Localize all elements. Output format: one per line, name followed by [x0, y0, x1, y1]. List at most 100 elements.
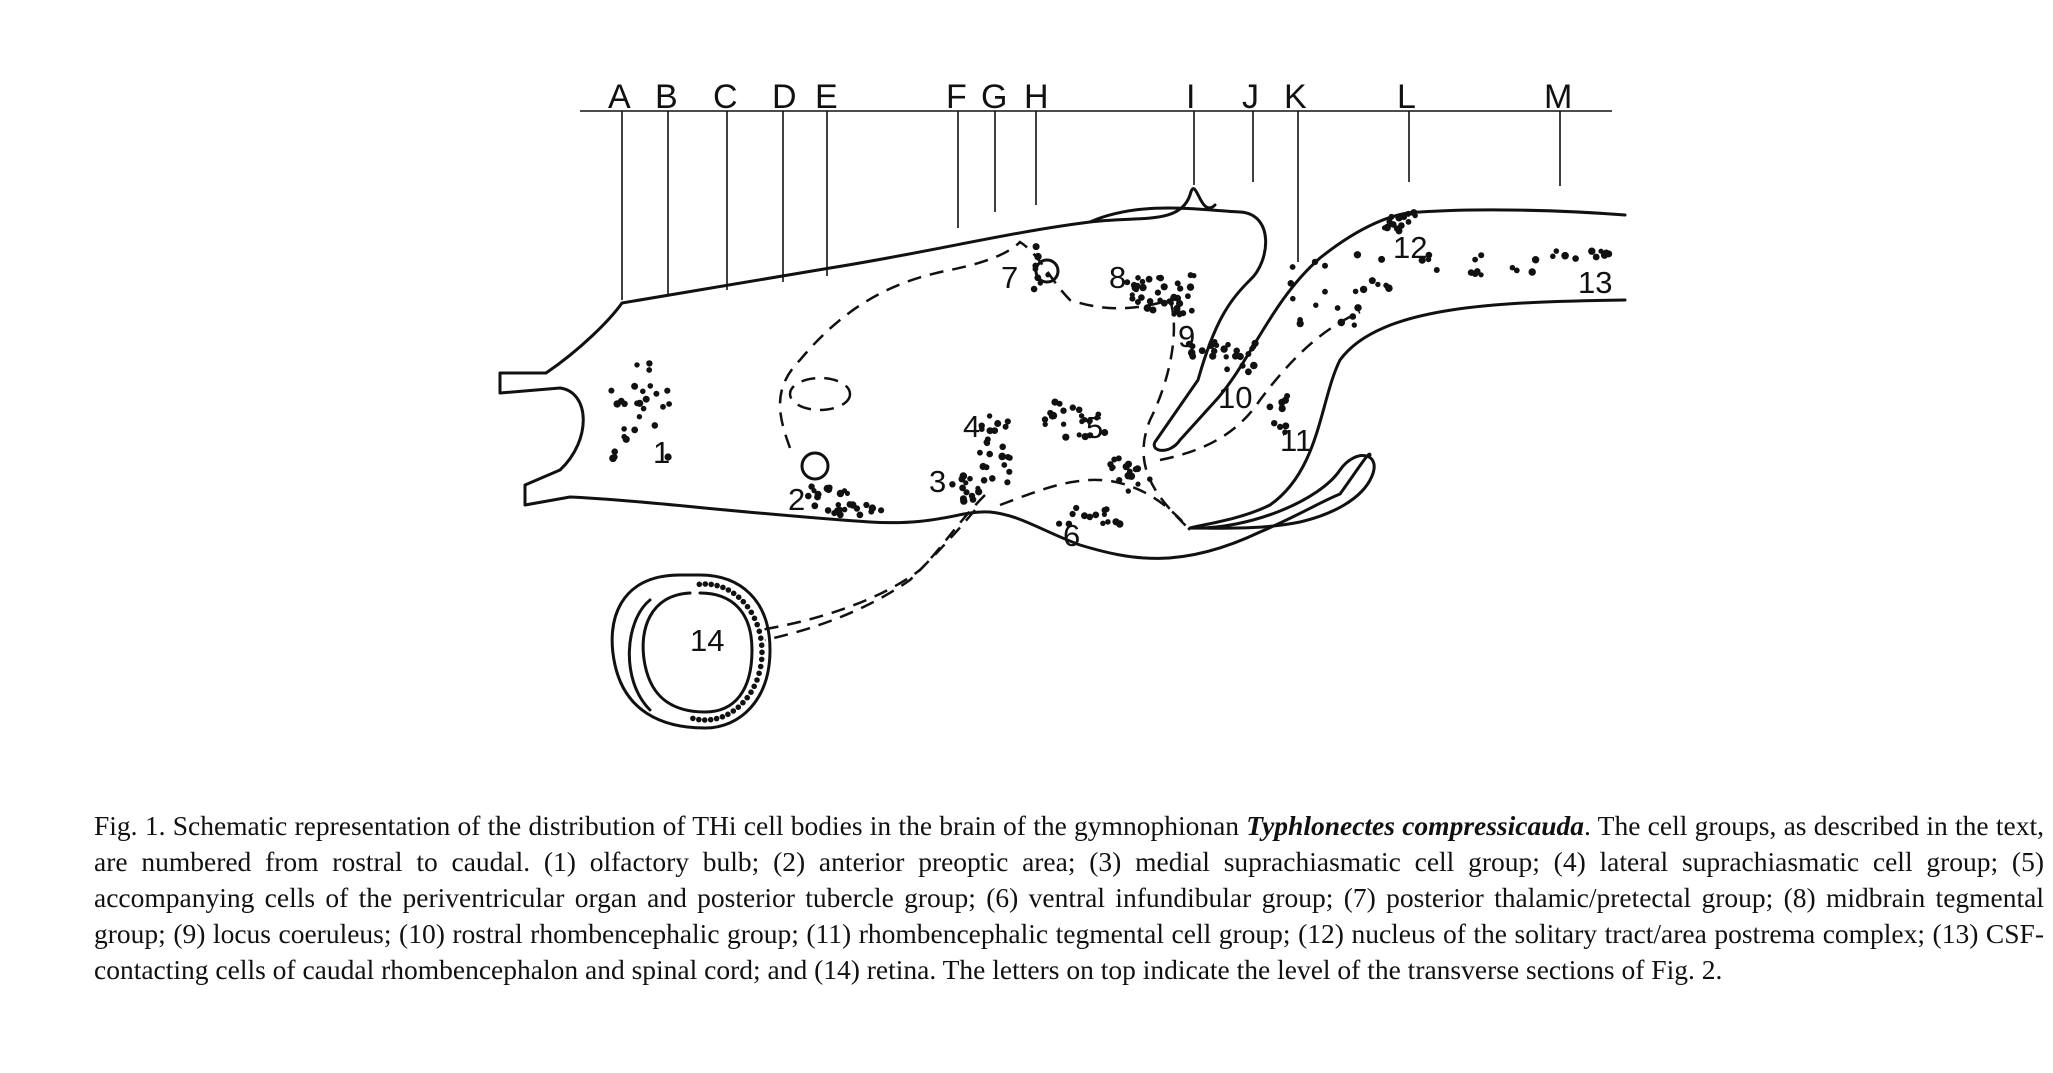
retina-cell-dot: [758, 635, 764, 641]
group-number-5: 5: [1086, 410, 1103, 445]
cell-body-dot: [981, 477, 988, 484]
section-letter-g: G: [981, 78, 1007, 116]
cell-body-dot: [1185, 293, 1191, 299]
cell-body-dot: [1290, 296, 1296, 302]
cell-body-dot: [847, 501, 854, 508]
cell-body-dot: [1111, 457, 1117, 463]
cell-body-dot: [878, 507, 884, 513]
cell-body-dot: [1398, 222, 1405, 229]
cell-body-dot: [1070, 511, 1076, 517]
cell-body-dot: [1045, 272, 1050, 277]
cell-body-dot: [1171, 312, 1176, 317]
cell-body-dot: [1139, 284, 1146, 291]
cell-body-dot: [1224, 354, 1229, 359]
cell-body-dot: [1478, 252, 1484, 258]
cell-body-dot: [1572, 255, 1579, 262]
group-number-8: 8: [1109, 260, 1126, 295]
cell-body-dot: [1005, 418, 1011, 424]
cell-body-dot: [1134, 465, 1141, 472]
cell-body-dot: [1161, 283, 1168, 290]
cell-body-dot: [1550, 253, 1556, 259]
group-number-10: 10: [1218, 380, 1252, 415]
cell-body-dot: [1554, 248, 1560, 254]
cell-body-dot: [1271, 420, 1277, 426]
cell-body-dot: [1245, 351, 1251, 357]
brain-schematic-drawing: A B C D E F G H I J K L M: [0, 0, 2053, 760]
cell-body-dot: [980, 463, 987, 470]
section-letter-f: F: [946, 78, 967, 116]
cell-body-dot: [977, 450, 983, 456]
cell-body-dot: [1034, 274, 1041, 281]
cell-body-dot: [837, 511, 844, 518]
section-guides: [622, 111, 1560, 300]
cell-body-dot: [1156, 275, 1161, 280]
retina-cell-dot: [720, 714, 726, 720]
retina-cell-dot: [714, 583, 720, 589]
cell-body-dot: [1004, 479, 1010, 485]
optic-nerve-lower: [765, 510, 975, 640]
cell-body-dot: [999, 444, 1006, 451]
cell-body-dot: [1434, 267, 1440, 273]
cell-body-dot: [811, 488, 816, 493]
cell-body-dot: [969, 493, 975, 499]
retina-cell-dot: [736, 594, 742, 600]
cell-body-dot: [1112, 518, 1119, 525]
cell-body-dot: [1038, 280, 1043, 285]
cell-body-dot: [1043, 422, 1048, 427]
cell-body-dot: [857, 512, 864, 519]
cell-body-dot: [1290, 264, 1296, 270]
cell-body-dot: [1472, 257, 1478, 263]
cell-body-dot: [1125, 461, 1132, 468]
cell-body-dot: [1382, 225, 1387, 230]
cell-body-dot: [1561, 252, 1569, 260]
cell-body-dot: [660, 404, 666, 410]
cell-body-dot: [1199, 347, 1206, 354]
cell-body-dot: [1472, 270, 1479, 277]
retina-cell-dot: [703, 581, 709, 587]
cell-body-dot: [1239, 363, 1245, 369]
cell-body-dot: [1397, 215, 1402, 220]
cell-body-dot: [1047, 410, 1053, 416]
group-number-2: 2: [788, 482, 805, 517]
cell-body-dot: [805, 493, 812, 500]
cell-body-dot: [967, 476, 973, 482]
cell-body-dot: [831, 510, 837, 516]
cell-body-dot: [1100, 521, 1105, 526]
retina-cell-dot: [759, 650, 765, 656]
cell-body-dot: [987, 413, 992, 418]
cell-body-dot: [1189, 308, 1195, 314]
cell-body-dot: [1389, 222, 1395, 228]
group-number-14: 14: [690, 623, 724, 658]
cell-body-dot: [1146, 276, 1153, 283]
cell-body-dot: [842, 488, 847, 493]
cell-body-dot: [1033, 266, 1039, 272]
retina-cell-dot: [708, 717, 714, 723]
cell-body-dot: [811, 502, 818, 509]
section-letter-d: D: [772, 78, 797, 116]
brain-schematic-figure: A B C D E F G H I J K L M: [0, 0, 2053, 760]
cell-body-dot: [1147, 476, 1153, 482]
cell-body-dot: [640, 389, 646, 395]
cell-body-dot: [634, 400, 640, 406]
cell-body-dot: [1147, 298, 1154, 305]
cell-body-dot: [648, 383, 654, 389]
retina-cell-dot: [731, 591, 737, 597]
section-letter-m: M: [1544, 78, 1572, 116]
cell-body-dot: [1081, 512, 1088, 519]
cell-body-dot: [1220, 345, 1227, 352]
retina-cell-dot: [720, 585, 726, 591]
section-letter-c: C: [713, 78, 738, 116]
cell-body-dot: [1406, 219, 1412, 225]
group-number-12: 12: [1393, 230, 1427, 265]
cell-body-dot: [621, 426, 627, 432]
cell-body-dot: [1062, 434, 1069, 441]
cell-body-dot: [1176, 300, 1183, 307]
cell-body-dot: [1224, 366, 1230, 372]
retina-cell-dot: [752, 616, 758, 622]
cell-body-dot: [1155, 290, 1161, 296]
cell-body-dot: [1479, 272, 1484, 277]
caption-prefix: Fig. 1. Schematic representation of the …: [94, 810, 1246, 841]
cell-body-dot: [1129, 296, 1135, 302]
internal-ventricle-ellipse: [790, 378, 850, 410]
cell-body-dot: [1354, 304, 1361, 311]
